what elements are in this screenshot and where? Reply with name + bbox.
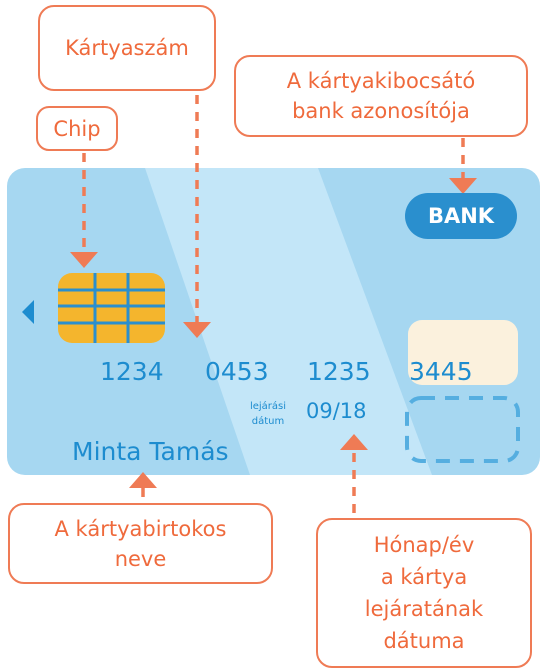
card-number-group-2: 0453 xyxy=(205,357,269,386)
callout-expiry: Hónap/év a kártya lejáratának dátuma xyxy=(316,518,532,668)
bank-badge: BANK xyxy=(405,193,517,239)
callout-cardholder: A kártyabirtokos neve xyxy=(8,503,273,584)
callout-issuer-id: A kártyakibocsátó bank azonosítója xyxy=(234,55,528,137)
callout-chip-text: Chip xyxy=(53,116,101,141)
card-number-group-3: 1235 xyxy=(307,357,371,386)
callout-card-number-text: Kártyaszám xyxy=(65,36,189,60)
chip-icon xyxy=(58,273,165,343)
callout-expiry-line-2: a kártya xyxy=(380,565,468,589)
expiry-caption: lejárási dátum xyxy=(246,399,290,429)
callout-expiry-line-1: Hónap/év xyxy=(373,533,475,557)
callout-issuer-line-1: A kártyakibocsátó xyxy=(286,69,476,93)
card-signature-box xyxy=(408,320,518,385)
arrowhead-chip-icon xyxy=(70,252,98,268)
card-highlight-stripe xyxy=(145,168,432,475)
expiry-caption-line-1: lejárási xyxy=(249,401,287,412)
expiry-caption-line-2: dátum xyxy=(251,416,285,427)
arrowhead-holder-icon xyxy=(129,472,157,488)
callout-expiry-line-4: dátuma xyxy=(383,629,465,653)
callout-expiry-line-3: lejáratának xyxy=(364,597,484,621)
arrowhead-card-number-icon xyxy=(183,322,211,338)
expiry-value: 09/18 xyxy=(306,399,367,423)
callout-card-number: Kártyaszám xyxy=(38,5,216,91)
callout-chip: Chip xyxy=(36,106,118,151)
cardholder-name: Minta Tamás xyxy=(72,437,229,466)
callout-cardholder-line-2: neve xyxy=(114,546,167,571)
card-number-group-1: 1234 xyxy=(100,357,164,386)
arrowhead-expiry-icon xyxy=(340,434,368,450)
callout-cardholder-line-1: A kártyabirtokos xyxy=(54,516,227,541)
card-number-group-4: 3445 xyxy=(409,357,473,386)
card-dashed-box xyxy=(405,396,520,463)
card-left-arrow-icon xyxy=(22,300,34,324)
arrowhead-issuer-icon xyxy=(449,178,477,194)
callout-issuer-line-2: bank azonosítója xyxy=(292,99,470,123)
